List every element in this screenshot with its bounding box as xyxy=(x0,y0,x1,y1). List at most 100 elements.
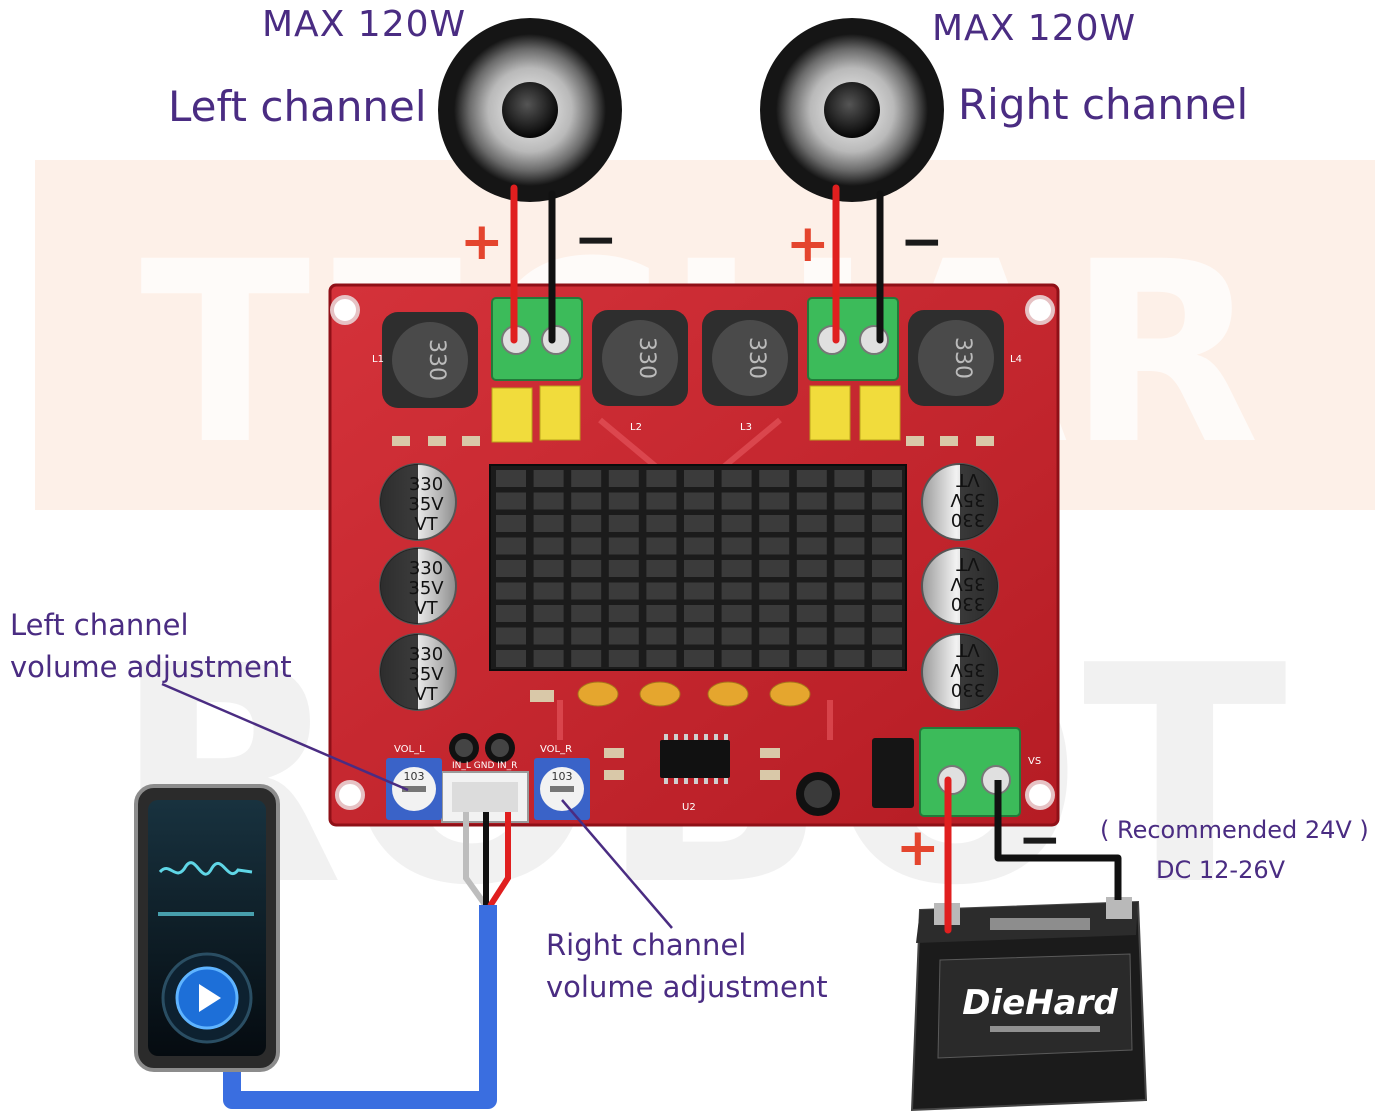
wire-power-negative xyxy=(994,780,1122,900)
terminal-block-left xyxy=(491,297,583,381)
heatsink-fin xyxy=(533,470,564,487)
heatsink-fin xyxy=(721,582,752,600)
mp3-player xyxy=(134,784,280,1072)
heatsink-fin xyxy=(646,627,677,645)
leader-lines xyxy=(161,682,673,929)
heatsink-fin xyxy=(721,492,752,510)
heatsink-fin xyxy=(533,582,564,600)
heatsink-fin xyxy=(872,650,902,667)
heatsink-fin xyxy=(533,492,564,510)
capacitor-marking: VT xyxy=(955,469,979,490)
heatsink-fin xyxy=(872,537,902,555)
heatsink-fin xyxy=(496,470,526,487)
speaker-left xyxy=(438,18,622,202)
silk-l4: L4 xyxy=(1010,354,1022,365)
heatsink-fin xyxy=(646,605,677,622)
left-speaker-power-label: MAX 120W xyxy=(262,4,467,45)
heatsink-fin xyxy=(608,560,639,577)
capacitor-marking: 330 xyxy=(951,679,985,700)
heatsink-fin xyxy=(571,605,602,622)
heatsink-fin xyxy=(834,560,865,577)
heatsink-fin xyxy=(533,537,564,555)
plus-right-speaker: + xyxy=(786,214,830,274)
left-volume-label-line2: volume adjustment xyxy=(10,650,292,684)
heatsink-fin xyxy=(872,515,902,532)
heatsink-fin xyxy=(796,537,827,555)
capacitor-marking: 35V xyxy=(408,578,444,599)
heatsink-fin xyxy=(834,605,865,622)
heatsink-fin xyxy=(608,627,639,645)
film-capacitors xyxy=(491,385,901,443)
heatsink-fin xyxy=(834,470,865,487)
heatsink-fin xyxy=(608,515,639,532)
heatsink-fin xyxy=(759,650,790,667)
heatsink-fin xyxy=(872,492,902,510)
silk-vs: VS xyxy=(1028,756,1041,767)
heatsink-fin xyxy=(571,492,602,510)
heatsink-fin xyxy=(646,492,677,510)
plus-power: + xyxy=(896,818,940,878)
right-volume-label-line2: volume adjustment xyxy=(546,970,828,1004)
inductor-value: 330 xyxy=(634,337,659,379)
heatsink-fin xyxy=(496,492,526,510)
recommended-voltage-label: ( Recommended 24V ) xyxy=(1100,816,1369,844)
right-volume-label: Right channel volume adjustment xyxy=(546,924,828,1008)
heatsink-fin xyxy=(608,650,639,667)
heatsink-fin xyxy=(759,582,790,600)
heatsink-fin xyxy=(834,582,865,600)
pot-code: 103 xyxy=(404,770,425,783)
ic-chip: U2 xyxy=(660,734,730,813)
inductor-value: 330 xyxy=(950,337,975,379)
heatsink-fin xyxy=(872,582,902,600)
heatsink-fin xyxy=(721,515,752,532)
heatsink-fin xyxy=(646,650,677,667)
heatsink-fin xyxy=(684,605,714,622)
leader-right-volume xyxy=(561,799,673,929)
capacitor-marking: VT xyxy=(955,553,979,574)
heatsink-fin xyxy=(496,627,526,645)
volume-pot-left: 103 VOL_L xyxy=(386,744,442,820)
silk-l3: L3 xyxy=(740,422,752,433)
heatsink-fin xyxy=(571,515,602,532)
heatsink-fin xyxy=(496,515,526,532)
plus-left-speaker: + xyxy=(460,212,504,272)
capacitor-marking: 35V xyxy=(950,573,986,594)
heatsink-fin xyxy=(721,470,752,487)
amplifier-board: 330 L1 330 L2 330 L3 330 L4 xyxy=(328,283,1060,827)
heatsink-fin xyxy=(571,627,602,645)
heatsink-fin xyxy=(684,470,714,487)
heatsink-fin xyxy=(608,605,639,622)
heatsink-fin xyxy=(646,515,677,532)
heatsink-fin xyxy=(496,605,526,622)
smd-components xyxy=(392,436,994,780)
heatsink-fin xyxy=(533,650,564,667)
heatsink-fin xyxy=(759,470,790,487)
heatsink-fin xyxy=(759,560,790,577)
heatsink-fin xyxy=(684,627,714,645)
capacitor-marking: 330 xyxy=(409,558,443,579)
heatsink-fin xyxy=(533,515,564,532)
heatsink-fin xyxy=(721,537,752,555)
inductor-l4: 330 L4 xyxy=(908,310,1022,406)
inductor-value: 330 xyxy=(424,339,449,381)
terminal-block-right xyxy=(807,297,899,381)
heatsink-fin xyxy=(496,537,526,555)
ceramic-capacitors xyxy=(577,681,811,707)
heatsink-fin xyxy=(646,537,677,555)
heatsink-fin xyxy=(796,627,827,645)
heatsink-fin xyxy=(872,470,902,487)
silk-u2: U2 xyxy=(682,802,696,813)
capacitor-marking: 330 xyxy=(951,509,985,530)
left-volume-label: Left channel volume adjustment xyxy=(10,604,292,688)
heatsink-fin xyxy=(796,492,827,510)
audio-input-cable xyxy=(223,812,511,1109)
heatsink-fin xyxy=(684,650,714,667)
heatsink-fin xyxy=(496,560,526,577)
heatsink-fin xyxy=(721,560,752,577)
volume-pot-right: 103 VOL_R xyxy=(534,744,590,820)
heatsink-fin xyxy=(759,627,790,645)
